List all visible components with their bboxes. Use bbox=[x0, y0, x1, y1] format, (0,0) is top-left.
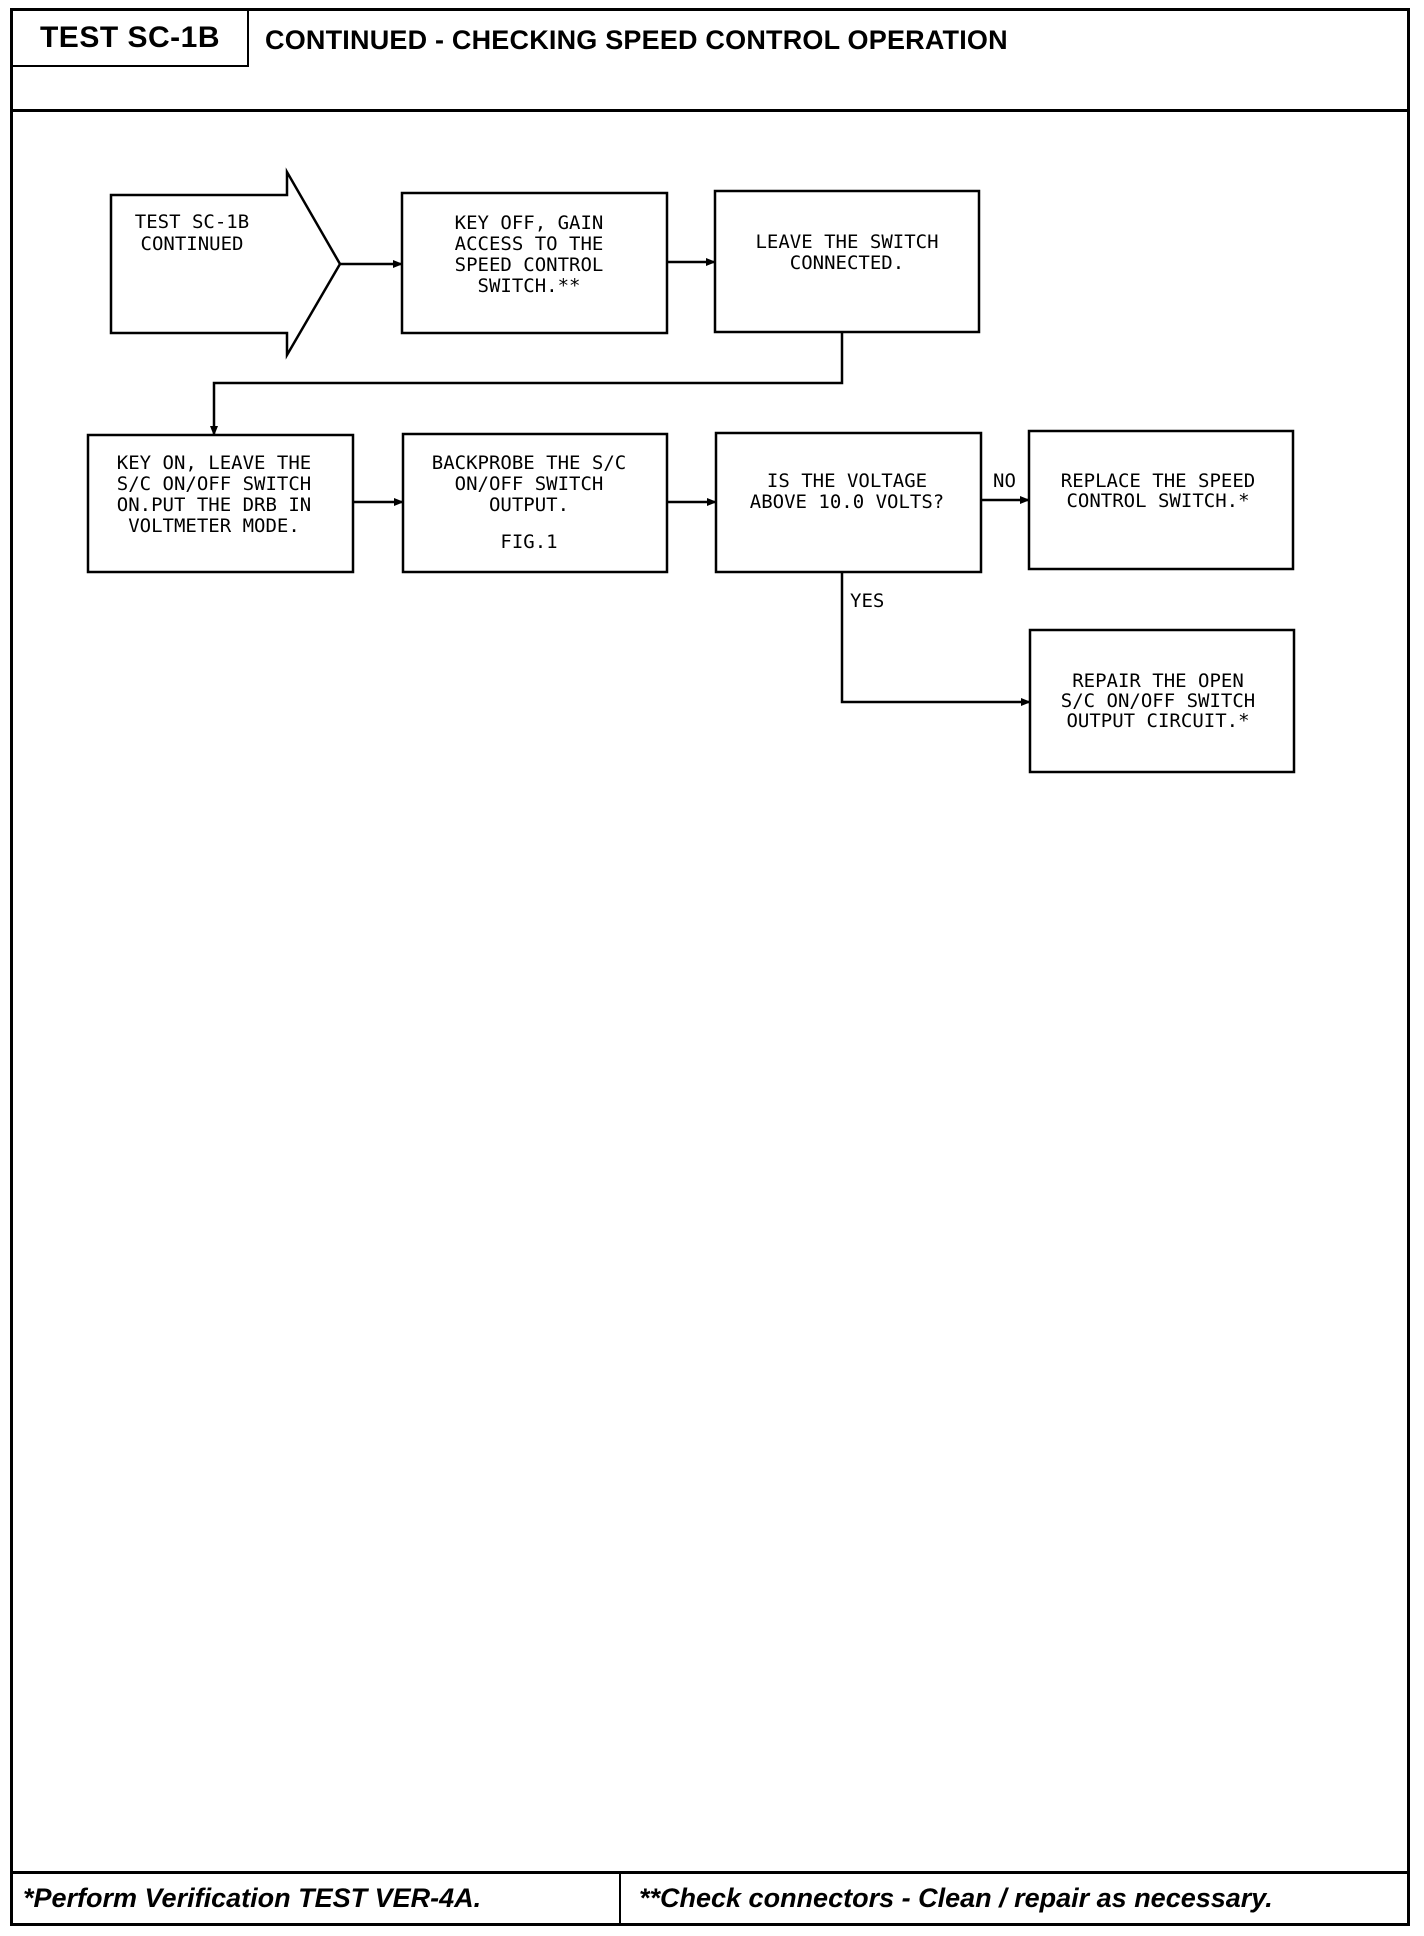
step-gain-access-box: KEY OFF, GAIN ACCESS TO THE SPEED CONTRO… bbox=[400, 191, 669, 335]
yes-result-line-1: REPAIR THE OPEN bbox=[1072, 670, 1244, 692]
yes-result-line-3: OUTPUT CIRCUIT.* bbox=[1066, 710, 1249, 732]
step1-line-3: SPEED CONTROL bbox=[455, 254, 604, 276]
decision-voltage-box: IS THE VOLTAGE ABOVE 10.0 VOLTS? bbox=[714, 431, 983, 574]
step4-line-2: ON/OFF SWITCH bbox=[455, 473, 604, 495]
step4-fig-ref: FIG.1 bbox=[500, 531, 557, 553]
step3-line-1: KEY ON, LEAVE THE bbox=[117, 452, 311, 474]
footer-note-connectors: **Check connectors - Clean / repair as n… bbox=[639, 1883, 1273, 1913]
connector-step2-to-step3 bbox=[210, 332, 844, 436]
decision-line-1: IS THE VOLTAGE bbox=[767, 470, 927, 492]
step4-line-3: OUTPUT. bbox=[489, 494, 569, 516]
yes-result-line-2: S/C ON/OFF SWITCH bbox=[1061, 690, 1255, 712]
step3-line-2: S/C ON/OFF SWITCH bbox=[117, 473, 311, 495]
test-id-label: TEST SC-1B bbox=[13, 11, 249, 67]
start-line-2: CONTINUED bbox=[141, 233, 244, 255]
start-line-1: TEST SC-1B bbox=[135, 211, 249, 233]
result-replace-switch-box: REPLACE THE SPEED CONTROL SWITCH.* bbox=[1027, 429, 1295, 571]
footer: *Perform Verification TEST VER-4A. **Che… bbox=[13, 1871, 1407, 1923]
connector-decision-yes bbox=[840, 572, 1031, 706]
no-result-line-1: REPLACE THE SPEED bbox=[1061, 470, 1255, 492]
step2-line-2: CONNECTED. bbox=[790, 252, 904, 274]
no-result-line-2: CONTROL SWITCH.* bbox=[1066, 490, 1249, 512]
no-branch-label: NO bbox=[993, 470, 1016, 492]
start-arrow-node: TEST SC-1B CONTINUED bbox=[109, 167, 342, 360]
step1-line-2: ACCESS TO THE bbox=[455, 233, 604, 255]
step-backprobe-box: BACKPROBE THE S/C ON/OFF SWITCH OUTPUT. … bbox=[401, 432, 669, 574]
step-key-on-box: KEY ON, LEAVE THE S/C ON/OFF SWITCH ON.P… bbox=[86, 433, 355, 574]
step4-line-1: BACKPROBE THE S/C bbox=[432, 452, 626, 474]
yes-branch-label: YES bbox=[850, 590, 884, 612]
step3-line-4: VOLTMETER MODE. bbox=[128, 515, 300, 537]
page-title: CONTINUED - CHECKING SPEED CONTROL OPERA… bbox=[265, 25, 1008, 55]
footer-note-verification: *Perform Verification TEST VER-4A. bbox=[23, 1874, 621, 1923]
decision-line-2: ABOVE 10.0 VOLTS? bbox=[750, 491, 944, 513]
step1-line-4: SWITCH.** bbox=[478, 275, 581, 297]
step-leave-connected-box: LEAVE THE SWITCH CONNECTED. bbox=[713, 189, 981, 334]
step3-line-3: ON.PUT THE DRB IN bbox=[117, 494, 311, 516]
header-divider bbox=[13, 109, 1407, 112]
step1-line-1: KEY OFF, GAIN bbox=[455, 212, 604, 234]
step2-line-1: LEAVE THE SWITCH bbox=[755, 231, 938, 253]
result-repair-circuit-box: REPAIR THE OPEN S/C ON/OFF SWITCH OUTPUT… bbox=[1028, 628, 1296, 774]
